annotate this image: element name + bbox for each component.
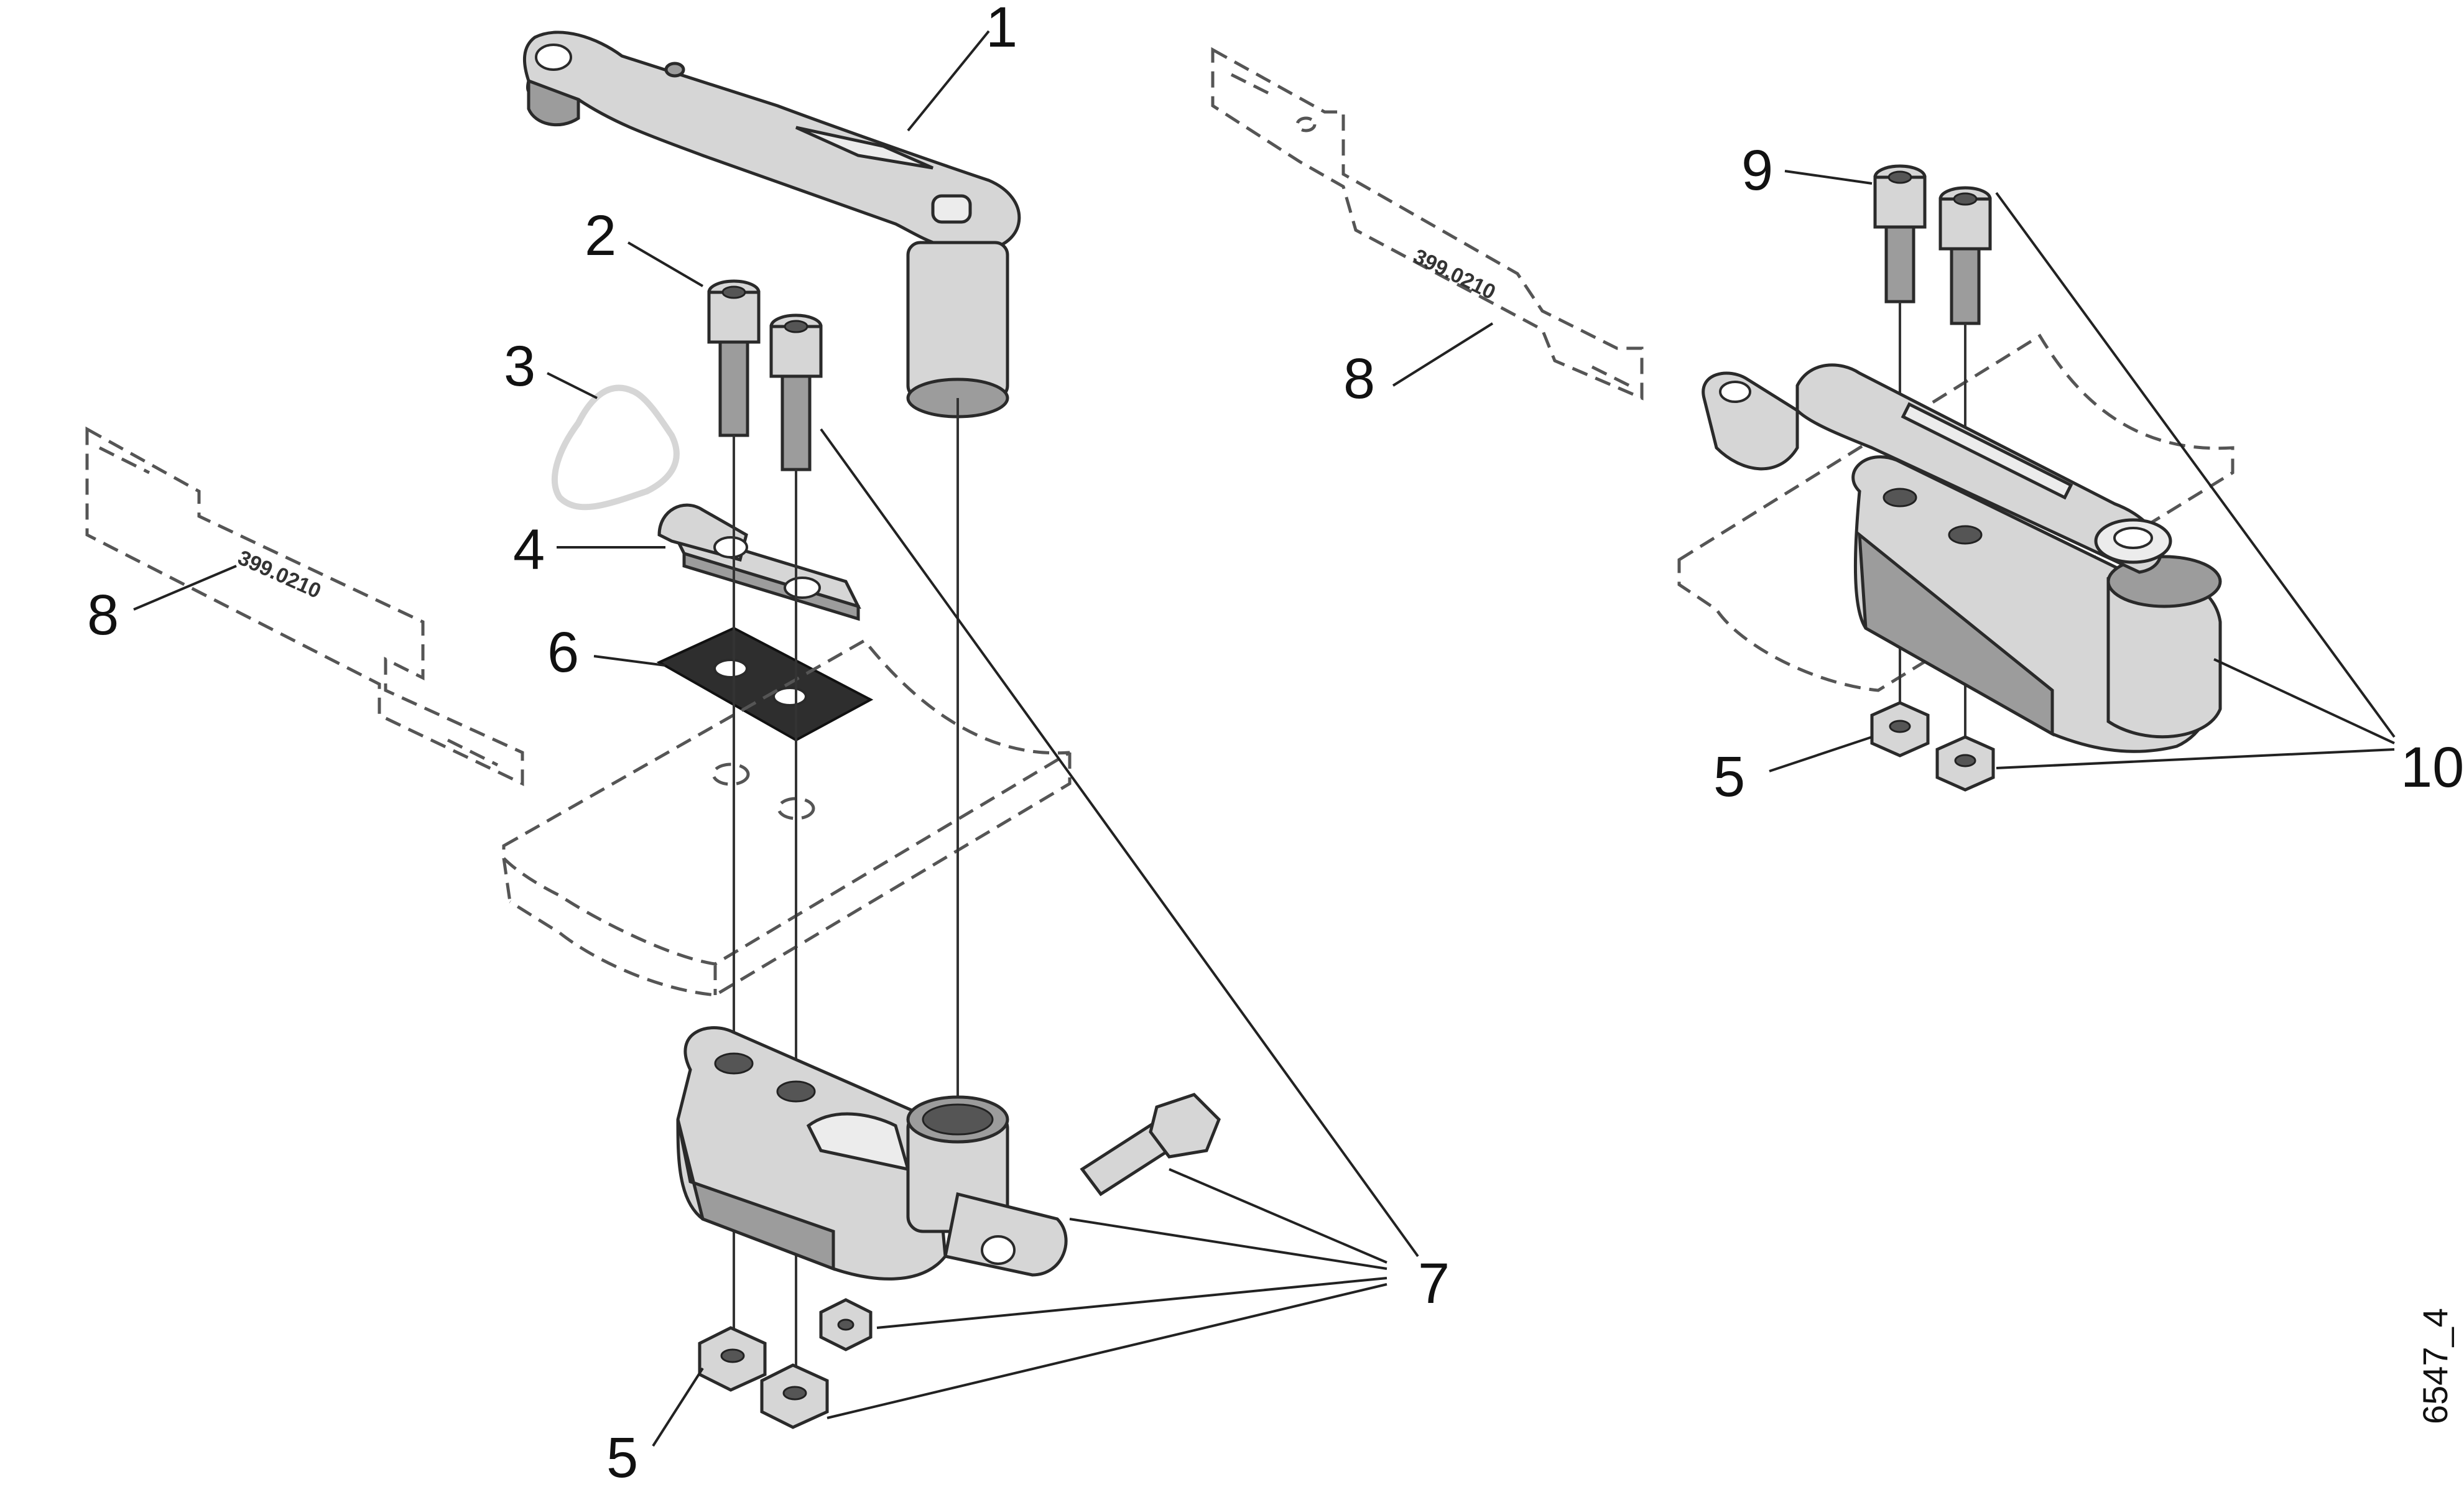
callout-6: 6 <box>547 621 579 684</box>
callout-3: 3 <box>504 335 535 398</box>
leader-9 <box>1784 170 1873 185</box>
part-7-nut-small <box>819 1298 873 1351</box>
panel-hole-1 <box>711 762 750 786</box>
leader-7e <box>827 1283 1387 1419</box>
callout-10: 10 <box>2401 736 2464 799</box>
part-4-hinge-bracket <box>657 503 861 621</box>
part-3-wire-loop <box>552 384 680 511</box>
leader-5-right <box>1769 736 1873 772</box>
part-5-nuts-left <box>698 1326 829 1429</box>
callout-5-left: 5 <box>606 1426 638 1490</box>
part-2-bolts <box>707 279 823 471</box>
callout-8-left: 8 <box>87 583 119 647</box>
leader-6 <box>593 655 666 667</box>
leader-10b <box>2213 658 2395 744</box>
part-9-bolts <box>1873 164 1992 325</box>
leader-7a <box>820 428 1419 1258</box>
mounting-panel-outline-left <box>502 638 1072 997</box>
plate-marking-right: 399.0210 <box>1409 244 1499 304</box>
leader-10a <box>1995 192 2396 738</box>
leader-10c <box>1996 748 2395 769</box>
callout-4: 4 <box>513 518 545 582</box>
part-5-nuts-right <box>1870 701 1995 792</box>
leader-8-left <box>133 565 237 611</box>
leader-7d <box>876 1277 1387 1329</box>
leader-7b <box>1169 1168 1387 1264</box>
document-id: 6547_4 <box>2415 1308 2455 1424</box>
leader-8-right <box>1392 322 1494 387</box>
leader-3 <box>547 372 598 399</box>
callout-7: 7 <box>1418 1252 1450 1315</box>
leader-1 <box>907 30 990 132</box>
leader-7c <box>1069 1218 1387 1270</box>
mounting-panel-outline-right <box>1677 333 2235 692</box>
part-6-gasket <box>656 626 874 742</box>
part-1-handle-lever <box>522 30 1021 419</box>
leader-5-left <box>652 1367 704 1447</box>
lower-mount-bracket <box>676 1026 1068 1281</box>
callout-1: 1 <box>986 0 1017 59</box>
callout-8-right: 8 <box>1343 347 1375 410</box>
callout-5-right: 5 <box>1713 745 1745 809</box>
part-7-hex-bolt <box>1080 1093 1221 1197</box>
callout-2: 2 <box>585 204 616 267</box>
leader-2 <box>627 241 704 287</box>
part-8-plate-right: 399.0210 <box>1211 47 1644 401</box>
assembled-mount <box>1702 363 2222 753</box>
plate-marking-left: 399.0210 <box>234 546 325 603</box>
part-8-plate-left: 399.0210 <box>85 426 524 786</box>
callout-9: 9 <box>1741 139 1773 202</box>
